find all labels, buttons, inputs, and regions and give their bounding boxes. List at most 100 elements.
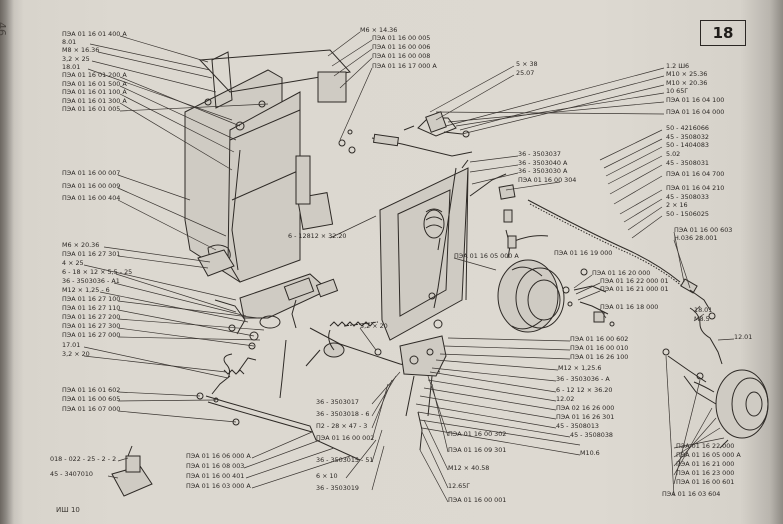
part-label: ПЭА 01 16 01 200 А <box>62 71 127 79</box>
part-label: 12.02 <box>556 395 574 403</box>
part-label: ПЭА 01 16 03 000 А <box>186 482 251 490</box>
top-center-bracket <box>403 111 470 138</box>
part-label: 10 65Г <box>666 87 688 95</box>
part-label: ПЭА 01 16 27 100 <box>62 295 120 303</box>
part-label: 36 - 3503015 - 51 <box>316 456 373 464</box>
part-label: ПЭА 01 16 23 000 <box>676 469 734 477</box>
part-label: ПЭА 02 16 26 000 <box>556 404 614 412</box>
part-label: 12.65Г <box>448 482 470 490</box>
part-label: ПЭА 01 16 00 603 <box>674 226 732 234</box>
part-label: ПЭА 01 16 03 604 <box>662 490 720 498</box>
part-label: ПЭА 01 16 00 302 <box>448 430 506 438</box>
part-label: ПЭА 01 16 00 005 <box>372 34 430 42</box>
part-label: 36 - 3503037 <box>518 150 561 158</box>
part-label: 25.07 <box>516 69 534 77</box>
part-label: ПЭА 01 16 00 007 <box>62 169 120 177</box>
part-label: ПЭА 01 16 27 110 <box>62 304 120 312</box>
part-label: 12.01 <box>734 333 752 341</box>
part-label: ПЭА 01 16 04 700 <box>666 170 724 178</box>
part-label: 3,2 × 20 <box>62 350 90 358</box>
part-label: 36 - 3503036 - А1 <box>62 277 120 285</box>
part-label: 50 - 1404083 <box>666 141 709 149</box>
part-label: 50 - 1506025 <box>666 210 709 218</box>
part-label: ПЭА 01 16 00 401 <box>186 472 244 480</box>
part-label: 45 - 3407010 <box>50 470 93 478</box>
part-label: ПЭА 01 16 19 000 <box>554 249 612 257</box>
part-label: ПЭА 01 16 01 400 А <box>62 30 127 38</box>
part-label: М12 × 40.58 <box>448 464 489 472</box>
part-label: 18.01 <box>62 63 80 71</box>
part-label: ПЭА 01 16 01 300 А <box>62 97 127 105</box>
part-label: 36 - 3503018 - 6 <box>316 410 369 418</box>
part-label: ПЭА 01 16 00 605 <box>62 395 120 403</box>
part-label: М12 × 1,25 - 6 <box>62 286 110 294</box>
part-label: ПЭА 01 16 00 010 <box>570 344 628 352</box>
part-label: ПЭА 01 16 07 000 <box>62 405 120 413</box>
footer-code: ИШ 10 <box>56 506 80 514</box>
center-plate-assembly <box>371 133 516 341</box>
part-label: 45 - 3508032 <box>666 133 709 141</box>
linkage-assembly <box>305 292 447 451</box>
part-label: 2 × 16 <box>666 201 688 209</box>
part-label: ПЭА 01 16 06 000 А <box>186 452 251 460</box>
part-label: ПЭА 01 16 00 009 <box>62 182 120 190</box>
pedal-bracket-assembly <box>184 49 356 283</box>
part-label: ПЭА 01 16 01 100 А <box>62 88 127 96</box>
part-label: ПЭА 01 16 18 000 <box>600 303 658 311</box>
part-label: ПЭА 01 16 00 001 <box>448 496 506 504</box>
wheel-hub-assembly <box>662 348 769 449</box>
part-label: 45 - 3508013 <box>556 422 599 430</box>
part-label: ПЭА 01 16 05 000 А <box>454 252 519 260</box>
part-label: 18.01 <box>694 306 712 314</box>
part-label: ПЭА 01 16 00 601 <box>676 478 734 486</box>
part-label: П2 - 28 × 47 - 3 <box>316 422 367 430</box>
part-label: ПЭА 01 16 27 200 <box>62 313 120 321</box>
part-label: 4 × 25 <box>62 259 84 267</box>
part-label: ПЭА 01 16 01 500 А <box>62 80 127 88</box>
part-label: ПЭА 01 16 04 210 <box>666 184 724 192</box>
part-label: М10 × 20.36 <box>666 79 707 87</box>
part-label: ПЭА 01 16 27 300 <box>62 322 120 330</box>
part-label: ПЭА 01 16 00 404 <box>62 194 120 202</box>
part-label: ПЭА 01 16 01 602 <box>62 386 120 394</box>
part-label: 018 - 022 - 25 - 2 - 2 <box>50 455 116 463</box>
part-label: М10 × 25.36 <box>666 70 707 78</box>
part-label: ПЭА 01 16 21 000 01 <box>600 285 669 293</box>
part-label: ПЭА 01 16 00 006 <box>372 43 430 51</box>
part-label: ПЭА 01 16 00 002 <box>316 434 374 442</box>
part-label: Н.036 28.001 <box>674 234 717 242</box>
part-label: 36 - 3503030 А <box>518 167 568 175</box>
part-label: 50 - 4216066 <box>666 124 709 132</box>
part-label: ПЭА 01 16 00 602 <box>570 335 628 343</box>
part-label: ПЭА 01 16 01 005 <box>62 105 120 113</box>
part-label: 6 - 12 12 × 36.20 <box>556 386 612 394</box>
brake-drum-assembly <box>497 235 615 333</box>
part-label: М12 × 1,25.6 <box>558 364 601 372</box>
part-label: 8.01 <box>62 38 76 46</box>
part-label: 36 - 3503019 <box>316 484 359 492</box>
figure-number-box: 18 <box>700 20 746 46</box>
part-label: ПЭА 01 16 22 000 <box>676 442 734 450</box>
leader-lines <box>83 31 735 503</box>
part-label: 36 - 3503017 <box>316 398 359 406</box>
part-label: М6 × 14.36 <box>360 26 397 34</box>
part-label: 45 - 3508031 <box>666 159 709 167</box>
part-label: ПЭА 01 16 27 000 <box>62 331 120 339</box>
part-label: ПЭА 01 16 00 304 <box>518 176 576 184</box>
part-label: 3,2 × 25 <box>62 55 90 63</box>
part-label: 17.01 <box>62 341 80 349</box>
part-label: ПЭА 01 16 09 301 <box>448 446 506 454</box>
part-label: ПЭА 01 16 27 301 <box>62 250 120 258</box>
part-label: 6 - 18 × 12 × 5,5 - 25 <box>62 268 132 276</box>
part-label: 36 - 3503040 А <box>518 159 568 167</box>
part-label: ПЭА 01 16 22 000 01 <box>600 277 669 285</box>
part-label: 36 - 3503036 - А <box>556 375 610 383</box>
part-label: ПЭА 01 16 26 100 <box>570 353 628 361</box>
part-label: ПЭА 01 16 04 100 <box>666 96 724 104</box>
part-label: 5.02 <box>666 150 680 158</box>
master-cylinder-assembly <box>214 273 339 379</box>
part-label: 6 - 12812 × 32.20 <box>288 232 346 240</box>
part-label: ПЭА 01 16 04 000 <box>666 108 724 116</box>
part-label: ПЭА 01 16 00 008 <box>372 52 430 60</box>
